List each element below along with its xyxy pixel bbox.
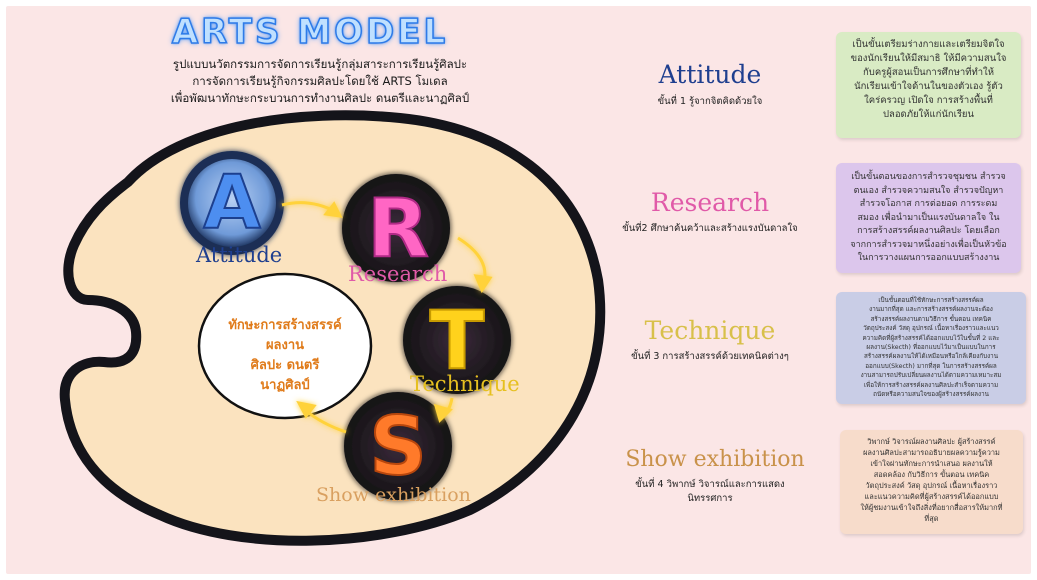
- skill-line: ศิลปะ ดนตรี: [250, 358, 320, 373]
- skill-line: ทักษะการสร้างสรรค์: [228, 318, 342, 333]
- note-line: ความคิดที่ผู้สร้างสรรค์ได้ออกแบบไว้ในขั้…: [862, 334, 1000, 342]
- skill-line: นาฏศิลป์: [260, 378, 310, 393]
- svg-text:A: A: [203, 160, 260, 246]
- svg-text:S: S: [369, 400, 427, 493]
- note-line: สมอง เพื่อนำมาเป็นแรงบันดาลใจ ใน: [857, 212, 1000, 223]
- note-line: ให้ผู้ชมงานเข้าใจถึงสิ่งที่อยากสื่อสารให…: [860, 503, 1003, 512]
- note-line: ผลงานศิลปะสามารถอธิบายผลความรู้ความ: [863, 448, 1000, 457]
- skill-line: ผลงาน: [265, 338, 305, 353]
- note-line: สร้างสรรค์ผลงานตามวิธีการ ขั้นตอน เทคนิค: [870, 315, 992, 323]
- note-line: สำรวจโอกาส การต่อยอด การระดม: [859, 199, 998, 209]
- note-line: เป็นขั้นตอนของการสำรวจชุมชน สำรวจ: [851, 172, 1006, 182]
- subtitle-line: การจัดการเรียนรู้กิจกรรมศิลปะโดยใช้ ARTS…: [192, 74, 448, 88]
- letter-a-badge: A: [180, 151, 284, 255]
- note-line: เป็นขั้นตอนที่ใช้ทักษะการสร้างสรรค์ผล: [878, 297, 984, 304]
- poster-subtitle: รูปแบบนวัตกรรมการจัดการเรียนรู้กลุ่มสาระ…: [120, 56, 520, 107]
- note-line: เข้าใจผ่านทักษะการนำเสนอ ผลงานให้: [870, 459, 993, 468]
- skill-circle: [197, 272, 373, 420]
- stage-1-note: เป็นขั้นเตรียมร่างกายและเตรียมจิตใจ ของน…: [836, 32, 1021, 138]
- letter-t-badge: T: [403, 286, 511, 394]
- note-line: เพื่อให้การสร้างสรรค์ผลงานศิลปะสำเร็จตาม…: [863, 381, 999, 389]
- stage-2-heading: Research: [650, 188, 770, 217]
- note-line: สร้างสรรค์ผลงานให้ได้เหมือนหรือใกล้เคียง…: [863, 353, 999, 361]
- note-line: งานมากที่สุด และการสร้างสรรค์ผลงานจะต้อง: [869, 306, 993, 314]
- note-line: วัตถุประสงค์ วัสดุ อุปกรณ์ เนื้อหาเรื่อง…: [865, 481, 998, 490]
- stage-4-subtitle: ขั้นที่ 4 วิพากษ์ วิจารณ์และการแสดง นิทร…: [635, 479, 785, 504]
- arrow-a-to-r-head: [323, 201, 343, 218]
- stage-1-subtitle: ขั้นที่ 1 รู้จากจิตคิดด้วยใจ: [657, 96, 763, 107]
- stage-1-heading: Attitude: [658, 60, 762, 89]
- arrow-s-to-center-head: [296, 400, 317, 419]
- note-line: ปลอดภัยให้แก่นักเรียน: [883, 109, 974, 120]
- note-line: กับครูผู้สอนเป็นการศึกษาที่ทำให้: [863, 67, 994, 78]
- arrow-r-to-t-head: [473, 274, 493, 294]
- stage-4-note: วิพากษ์ วิจารณ์ผลงานศิลปะ ผู้สร้างสรรค์ …: [840, 430, 1023, 534]
- note-line: และแนวความคิดที่ผู้สร้างสรรค์ได้ออกแบบ: [864, 492, 999, 501]
- stage-4-heading: Show exhibition: [625, 447, 805, 472]
- note-line: ตนเอง สำรวจความสนใจ สำรวจปัญหา: [853, 185, 1004, 196]
- stage-2-subtitle: ขั้นที่2 ศึกษาค้นคว้าและสร้างแรงบันดาลใจ: [622, 223, 798, 234]
- note-line: จากการสำรวจมาหนึ่งอย่างเพื่อเป็นหัวข้อ: [850, 239, 1007, 250]
- note-line: ออกแบบ(Skecth) มากที่สุด ในการสร้างสรรค์…: [865, 362, 997, 370]
- note-line: งานสามารถปรับเปลี่ยนผลงานได้ตามความเหมาะ…: [860, 372, 1002, 380]
- svg-text:R: R: [367, 182, 429, 275]
- center-skill-text: ทักษะการสร้างสรรค์ ผลงาน ศิลปะ ดนตรี นาฏ…: [205, 316, 365, 396]
- stage-3-note: เป็นขั้นตอนที่ใช้ทักษะการสร้างสรรค์ผล งา…: [836, 292, 1026, 404]
- note-line: สอดคล้อง กับวิธีการ ขั้นตอน เทคนิค: [873, 470, 990, 479]
- label-research: Research: [348, 262, 448, 286]
- note-line: วัตถุประสงค์ วัสดุ อุปกรณ์ เนื้อหาเรื่อง…: [863, 325, 999, 333]
- letter-s-badge: S: [344, 392, 452, 500]
- note-line: ผลงาน(Skecth) ที่ออกแบบไว้มาเป็นแบบในการ: [866, 344, 996, 352]
- label-technique: Technique: [410, 372, 520, 396]
- note-line: ที่สุด: [924, 514, 939, 523]
- note-line: ในการวางแผนการออกแบบสร้างงาน: [857, 253, 1000, 263]
- stage-3-subtitle: ขั้นที่ 3 การสร้างสรรค์ด้วยเทคนิคต่างๆ: [631, 351, 789, 362]
- svg-text:T: T: [430, 294, 485, 387]
- note-line: เป็นขั้นเตรียมร่างกายและเตรียมจิตใจ: [852, 39, 1005, 50]
- note-line: นักเรียนเข้าใจด้านในของตัวเอง รู้ตัว: [854, 81, 1003, 92]
- note-line: ใคร่ครวญ เปิดใจ การสร้างพื้นที่: [864, 95, 993, 106]
- note-line: วิพากษ์ วิจารณ์ผลงานศิลปะ ผู้สร้างสรรค์: [867, 437, 996, 446]
- label-show-exhibition: Show exhibition: [316, 484, 471, 506]
- letter-r-badge: R: [342, 174, 450, 282]
- stage-2-note: เป็นขั้นตอนของการสำรวจชุมชน สำรวจ ตนเอง …: [836, 163, 1021, 273]
- subtitle-line: รูปแบบนวัตกรรมการจัดการเรียนรู้กลุ่มสาระ…: [172, 57, 468, 71]
- subtitle-line: เพื่อพัฒนาทักษะกระบวนการทำงานศิลปะ ดนตรี…: [170, 91, 470, 105]
- note-line: ถนัดหรือความสนใจของผู้สร้างสรรค์ผลงาน: [873, 391, 989, 399]
- note-line: ของนักเรียนให้มีสมาธิ ให้มีความสนใจ: [850, 53, 1007, 64]
- arrow-t-to-s-head: [433, 403, 453, 423]
- label-attitude: Attitude: [196, 243, 283, 267]
- note-line: การสร้างสรรค์ผลงานศิลปะ โดยเลือก: [857, 226, 1000, 236]
- poster-title: ARTS MODEL: [171, 11, 449, 53]
- stage-3-heading: Technique: [644, 316, 776, 345]
